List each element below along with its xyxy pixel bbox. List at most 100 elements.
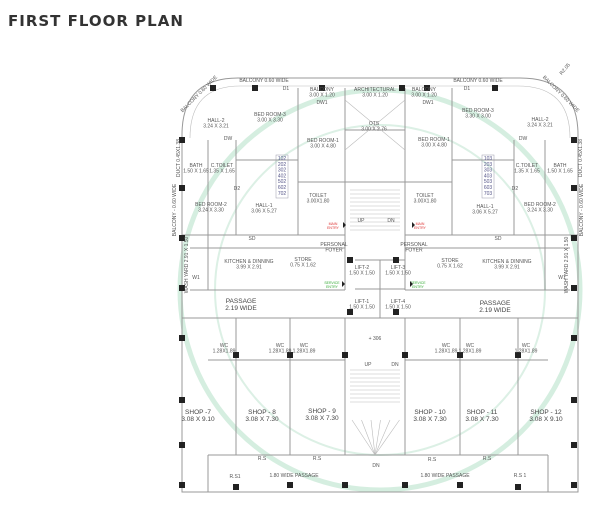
balcony-edge bbox=[189, 85, 571, 139]
entry-arrow-icon bbox=[412, 222, 415, 228]
bedroom-1-right-text: BED ROOM-1 bbox=[418, 137, 450, 143]
door-dw-b: DW bbox=[519, 136, 528, 142]
level-mark-text: + 306 bbox=[369, 336, 382, 342]
rs1-right-text: R.S 1 bbox=[514, 473, 527, 479]
page-title: FIRST FLOOR PLAN bbox=[8, 12, 184, 30]
shop-12-text: 3.08 X 9.10 bbox=[529, 416, 563, 423]
balcony-top-left: BALCONY 0.60 WIDE bbox=[239, 78, 289, 84]
store-left-text: 0.75 X 1.62 bbox=[290, 263, 316, 269]
main-entry-right-text: MAIN bbox=[416, 222, 425, 226]
main-entry-right-text: ENTRY bbox=[414, 226, 426, 230]
stair-up-top: UP bbox=[358, 218, 366, 224]
lift-3-text: 1.50 X 1.50 bbox=[385, 271, 411, 277]
shop-10-text: SHOP - 10 bbox=[414, 409, 446, 416]
door-dw1-b-text: DW1 bbox=[422, 100, 433, 106]
hall-1-left: HALL-13.06 X 5.27 bbox=[251, 203, 277, 215]
lift-1-text: 1.50 X 1.50 bbox=[349, 305, 375, 311]
wc-1: WC1.28X1.89 bbox=[213, 343, 236, 355]
column bbox=[287, 482, 293, 488]
service-entry-left-text: ENTRY bbox=[326, 285, 338, 289]
flat-number-box bbox=[275, 154, 289, 199]
flat-number: 203 bbox=[484, 162, 493, 168]
column bbox=[179, 235, 185, 241]
winder-step bbox=[370, 419, 376, 456]
balcony-left-text: BALCONY bbox=[310, 87, 335, 93]
door-d2-a: D2 bbox=[234, 186, 241, 192]
lift-3-text: LIFT-3 bbox=[391, 265, 406, 271]
lift-2-text: 1.50 X 1.50 bbox=[349, 271, 375, 277]
shop-9-text: SHOP - 9 bbox=[308, 408, 336, 415]
door-dw1-a-text: DW1 bbox=[316, 100, 327, 106]
bedroom-3-left-text: 3.00 X 3.30 bbox=[257, 118, 283, 124]
passage-right-text: 2.19 WIDE bbox=[479, 307, 511, 314]
bedroom-1-left-text: BED ROOM-1 bbox=[307, 138, 339, 144]
kitchen-dining-right-text: KITCHEN & DINNING bbox=[482, 259, 531, 265]
passage-right-text: PASSAGE bbox=[480, 300, 511, 307]
column bbox=[179, 442, 185, 448]
flat-number: 302 bbox=[278, 168, 287, 174]
winder-step bbox=[361, 419, 376, 456]
stair-dn-bottom: DN bbox=[372, 463, 380, 469]
shop-8-text: SHOP - 8 bbox=[248, 409, 276, 416]
door-d2-b-text: D2 bbox=[512, 186, 519, 192]
ots-text: OTS bbox=[369, 121, 380, 127]
lift-3: LIFT-31.50 X 1.50 bbox=[385, 265, 411, 277]
hall-2-right-text: HALL-2 bbox=[532, 117, 549, 123]
ots-cross bbox=[344, 99, 406, 151]
door-sd-b: SD bbox=[495, 236, 502, 242]
shop-8: SHOP - 83.08 X 7.30 bbox=[245, 409, 279, 423]
column bbox=[515, 352, 521, 358]
bath-left-text: 1.50 X 1.65 bbox=[183, 169, 209, 175]
wc-6-text: 1.28X1.89 bbox=[515, 349, 538, 355]
column bbox=[179, 397, 185, 403]
ctoilet-right-text: 1.35 X 1.65 bbox=[514, 169, 540, 175]
rs1-left-text: R.S1 bbox=[229, 474, 240, 480]
window-w1-a-text: W1 bbox=[192, 275, 200, 281]
column bbox=[252, 85, 258, 91]
flat-number: 202 bbox=[278, 162, 287, 168]
wc-3-text: 1.28X1.89 bbox=[293, 349, 316, 355]
lift-1-text: LIFT-1 bbox=[355, 299, 370, 305]
flat-number: 102 bbox=[278, 156, 287, 162]
winder-step bbox=[351, 419, 376, 456]
ctoilet-right-text: C.TOILET bbox=[516, 163, 538, 169]
column bbox=[287, 352, 293, 358]
column bbox=[457, 352, 463, 358]
wide-passage-left-text: 1.80 WIDE PASSAGE bbox=[269, 473, 319, 479]
duct-right: DUCT 0.45X1.38 bbox=[578, 139, 584, 177]
lift-1: LIFT-11.50 X 1.50 bbox=[349, 299, 375, 311]
stair-up-mid-text: UP bbox=[365, 362, 373, 368]
hall-1-left-text: HALL-1 bbox=[256, 203, 273, 209]
balcony-top-left-text: BALCONY 0.60 WIDE bbox=[239, 78, 289, 84]
stair-dn-top: DN bbox=[387, 218, 395, 224]
lift-2-text: LIFT-2 bbox=[355, 265, 370, 271]
lift-4: LIFT-41.50 X 1.50 bbox=[385, 299, 411, 311]
stair-dn-mid: DN bbox=[391, 362, 399, 368]
wc-2-text: WC bbox=[276, 343, 285, 349]
column bbox=[424, 85, 430, 91]
hall-1-right: HALL-13.06 X 5.27 bbox=[472, 204, 498, 216]
column bbox=[347, 309, 353, 315]
column bbox=[179, 185, 185, 191]
column bbox=[399, 85, 405, 91]
hall-1-right-text: HALL-1 bbox=[477, 204, 494, 210]
column bbox=[492, 85, 498, 91]
wash-yard-right: WASH YARD 2.91 X 1.50 bbox=[564, 236, 570, 293]
hall-2-left-text: HALL-2 bbox=[208, 118, 225, 124]
bedroom-3-left-text: BED ROOM-3 bbox=[254, 112, 286, 118]
flat-number: 303 bbox=[484, 168, 493, 174]
column bbox=[515, 484, 521, 490]
wc-5-text: WC bbox=[466, 343, 475, 349]
balcony-curved-right: BALCONY 0.60 WIDE bbox=[541, 75, 581, 115]
main-entry-left-text: MAIN bbox=[329, 222, 338, 226]
door-sd-a-text: SD bbox=[249, 236, 256, 242]
column bbox=[233, 484, 239, 490]
